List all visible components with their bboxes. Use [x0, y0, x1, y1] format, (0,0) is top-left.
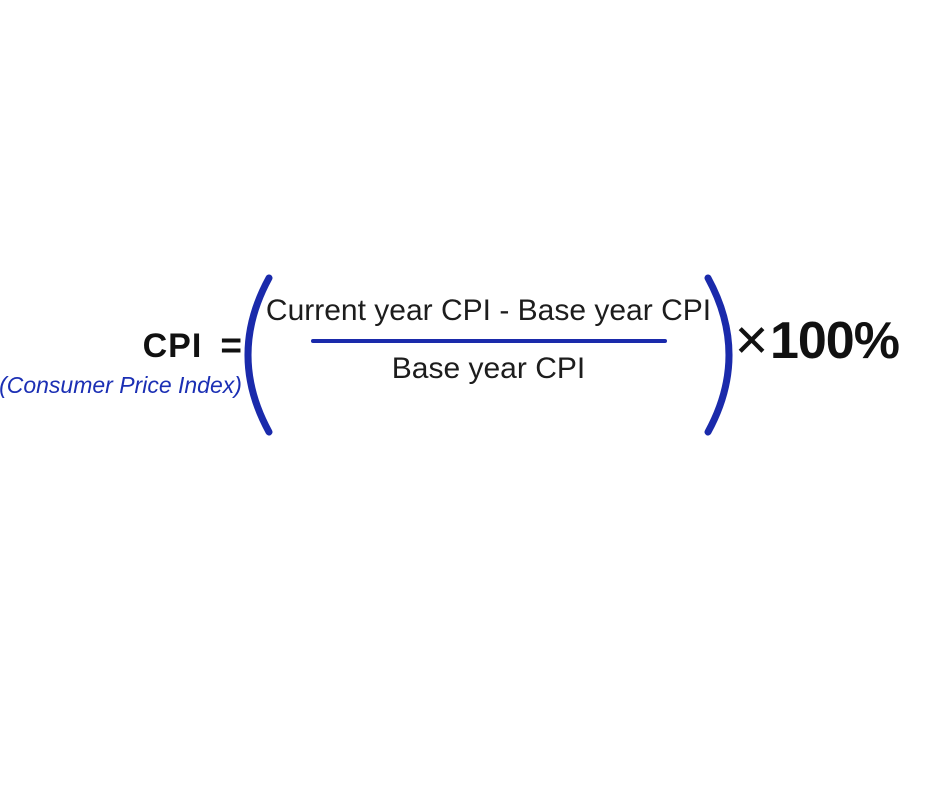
fraction: Current year CPI - Base year CPI Base ye…: [266, 293, 711, 387]
cpi-formula: CPI = (Consumer Price Index) Current yea…: [0, 255, 940, 455]
cpi-subtitle: (Consumer Price Index): [0, 372, 242, 398]
fraction-denominator: Base year CPI: [391, 352, 586, 385]
multiply-icon: ✕: [733, 315, 770, 367]
open-paren-icon: [244, 274, 273, 436]
equals-sign: =: [220, 325, 242, 366]
multiplier-value: 100%: [769, 312, 900, 370]
fraction-numerator: Current year CPI - Base year CPI: [265, 294, 712, 327]
fraction-bar: [310, 339, 667, 343]
lhs-top-line: CPI =: [0, 325, 242, 367]
multiplier: ✕ 100%: [733, 311, 900, 371]
close-paren-icon: [704, 274, 733, 436]
cpi-symbol: CPI: [142, 326, 203, 365]
formula-lhs: CPI = (Consumer Price Index): [0, 325, 242, 399]
